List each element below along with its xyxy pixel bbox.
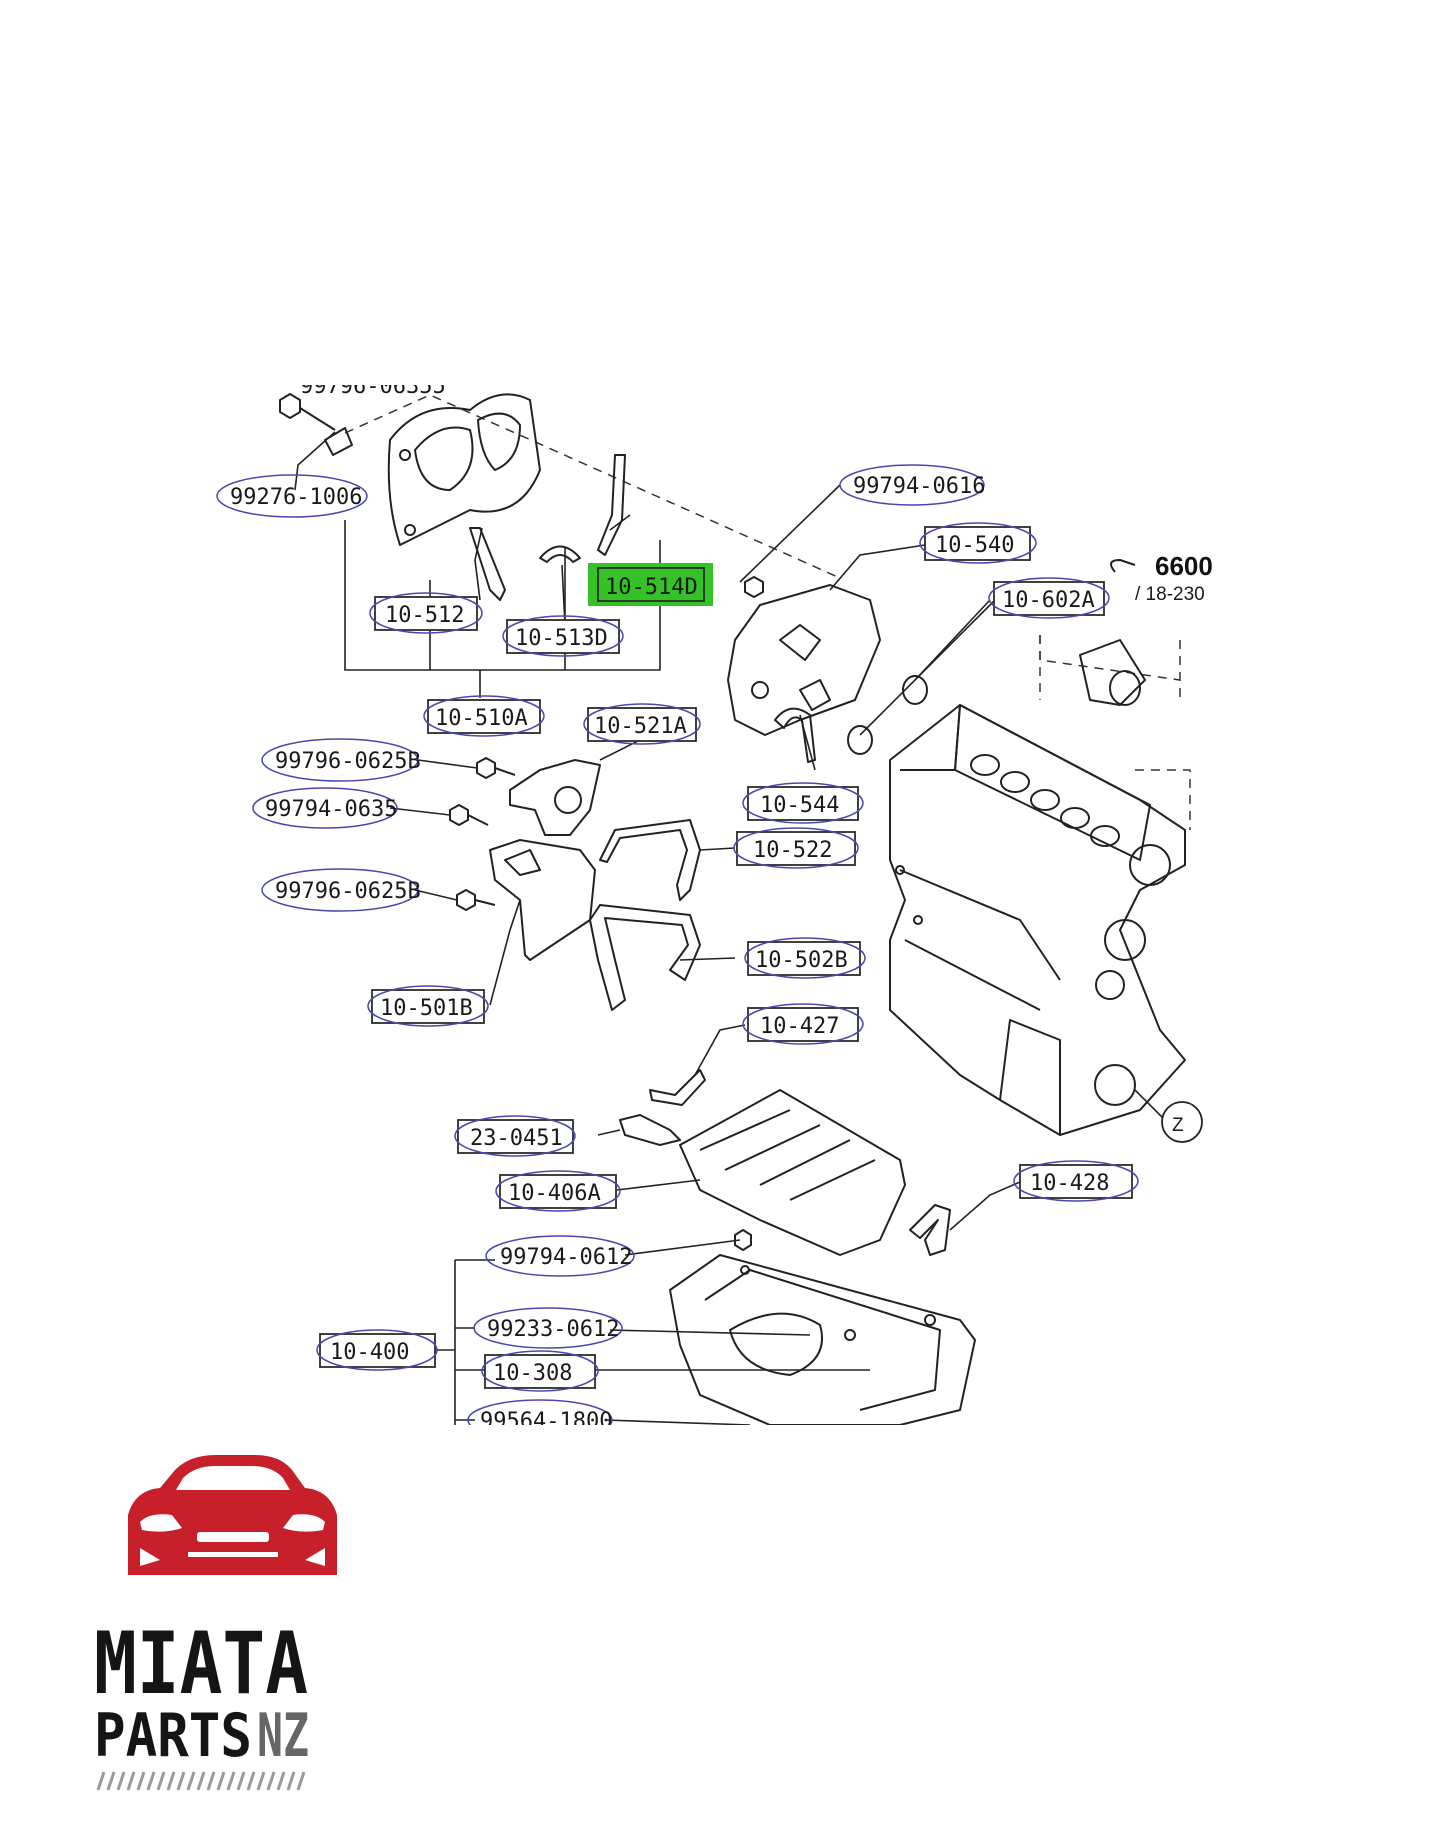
crank-pulley-cover <box>509 759 601 836</box>
highlight-10-514D <box>588 563 713 606</box>
gasket-10-522 <box>599 819 701 901</box>
seal-10-512 <box>469 527 506 601</box>
label-10-513D: 10-513D <box>515 626 608 651</box>
label-10-602A: 10-602A <box>1002 588 1095 613</box>
label-10-510A: 10-510A <box>435 706 528 731</box>
label-99794-0616: 99794-0616 <box>853 474 985 499</box>
label-10-406A: 10-406A <box>508 1181 601 1206</box>
label-10-502B: 10-502B <box>755 948 848 973</box>
label-Z: Z <box>1172 1115 1184 1136</box>
label-23-0451: 23-0451 <box>470 1126 563 1151</box>
oil-seal-lower <box>847 725 873 755</box>
reference-z-circle <box>1161 1101 1203 1143</box>
label-10-522: 10-522 <box>753 838 832 863</box>
label-99796-0625B-1: 99796-0625B <box>275 749 421 774</box>
label-99794-0635: 99794-0635 <box>265 797 397 822</box>
stiffener-10-428 <box>909 1204 951 1256</box>
brand-word-nz: NZ <box>257 1701 309 1771</box>
gasket-10-502B <box>589 904 701 1011</box>
stiffener-10-427 <box>649 1069 706 1106</box>
label-99564-1800: 99564-1800 <box>480 1409 612 1434</box>
brand-hatch-stripes <box>96 1771 306 1791</box>
cam-angle-sensor <box>1079 559 1146 706</box>
label-10-308: 10-308 <box>493 1361 572 1386</box>
label-cut-top: 99796-06355 <box>300 374 446 399</box>
bolt-99276 <box>279 393 353 456</box>
label-10-501B: 10-501B <box>380 996 473 1021</box>
label-10-427: 10-427 <box>760 1014 839 1039</box>
seal-10-513D <box>539 545 581 563</box>
label-10-544: 10-544 <box>760 793 839 818</box>
miata-parts-nz-logo: MIATA PARTS NZ <box>94 1455 337 1791</box>
lower-timing-cover <box>489 839 596 961</box>
middle-timing-cover <box>727 584 881 736</box>
oil-pan <box>669 1254 976 1425</box>
brand-word-miata: MIATA <box>94 1614 308 1714</box>
label-10-540: 10-540 <box>935 533 1014 558</box>
oil-seal-upper <box>902 675 928 705</box>
upper-timing-cover <box>387 393 541 546</box>
label-6600: 6600 <box>1155 551 1213 581</box>
label-99796-0625B-2: 99796-0625B <box>275 879 421 904</box>
seal-10-514D <box>597 454 626 556</box>
label-99794-0612: 99794-0612 <box>500 1245 632 1270</box>
exploded-diagram: 99796-06355 <box>216 374 1213 1434</box>
label-10-428: 10-428 <box>1030 1171 1109 1196</box>
oil-pan-baffle <box>679 1089 906 1256</box>
label-10-514D: 10-514D <box>605 575 698 600</box>
engine-block <box>889 704 1186 1136</box>
oil-strainer-23-0451 <box>619 1114 681 1146</box>
car-logo-icon <box>128 1455 337 1575</box>
label-99276-1006: 99276-1006 <box>230 485 362 510</box>
label-10-521A: 10-521A <box>594 714 687 739</box>
label-99233-0612: 99233-0612 <box>487 1317 619 1342</box>
brand-word-parts: PARTS <box>94 1701 252 1771</box>
label-18-230: / 18-230 <box>1135 584 1205 605</box>
label-10-400: 10-400 <box>330 1340 409 1365</box>
label-10-512: 10-512 <box>385 603 464 628</box>
